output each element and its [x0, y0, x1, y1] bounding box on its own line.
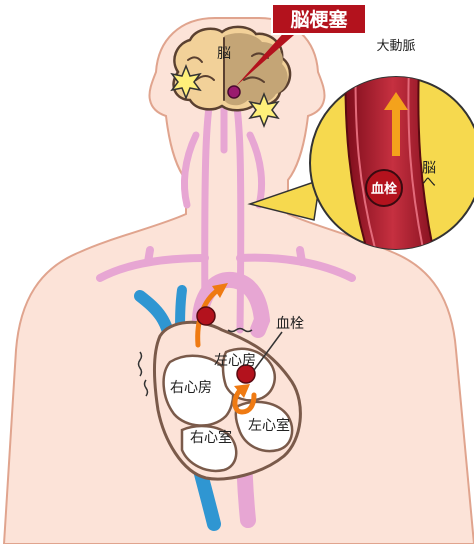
title-box: [271, 3, 367, 35]
zoom-callout: [247, 76, 474, 250]
tremor-marks: [137, 327, 253, 397]
right-atrium-label: 右心房: [170, 380, 212, 396]
brain-clot: [227, 85, 241, 99]
clot-heart: [236, 364, 256, 384]
heart: [153, 320, 302, 481]
to-brain-label: 脳へ: [420, 160, 436, 188]
right-ventricle-label: 右心室: [190, 429, 232, 446]
title-pointer: [236, 28, 302, 86]
aorta-label: 大動脈: [376, 39, 415, 54]
title-label: 脳梗塞: [289, 8, 348, 31]
brain: [172, 25, 292, 112]
left-atrium-label: 左心房: [214, 353, 256, 369]
clot-aorta: [196, 306, 216, 326]
flow-arrow-head-aorta: [212, 283, 228, 298]
flow-arrow-head-heart: [234, 384, 250, 398]
subclavian-arteries: [96, 246, 356, 282]
flow-arrow-up: [384, 92, 408, 156]
left-ventricle-label: 左心室: [248, 417, 290, 434]
impact-star-left: [170, 63, 202, 101]
brain-label: 脳: [217, 46, 231, 62]
zoom-clot-label: 血栓: [371, 181, 397, 197]
clot-callout-line: [253, 331, 283, 371]
clot-label: 血栓: [276, 316, 304, 332]
zoom-clot: [365, 169, 403, 207]
impact-star-right: [248, 91, 280, 129]
